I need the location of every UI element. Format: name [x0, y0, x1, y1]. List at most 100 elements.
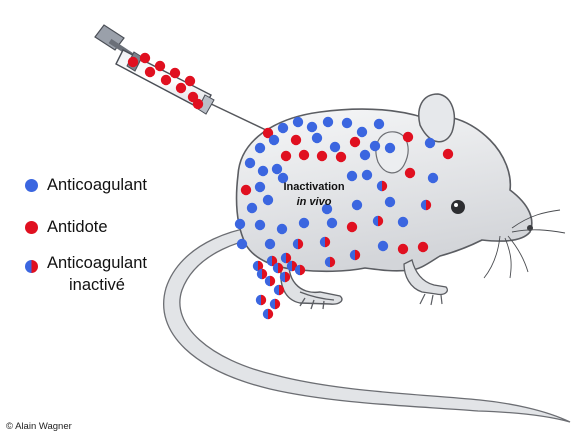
mouse-ear [418, 93, 456, 143]
annotation-line2: in vivo [297, 196, 332, 208]
anticoagulant-dot [377, 240, 389, 252]
anticoagulant-dot [236, 238, 248, 250]
red-dot-icon [25, 221, 38, 234]
anticoagulant-dot [262, 194, 274, 206]
anticoagulant-dot [351, 199, 363, 211]
anticoagulant-dot [311, 132, 323, 144]
particle-layer [127, 52, 454, 320]
legend-label-anticoagulant: Anticoagulant [47, 176, 147, 194]
anticoagulant-dot [384, 142, 396, 154]
inactivated-dot [255, 294, 267, 306]
inactivated-dot [324, 256, 336, 268]
half-blue-half-red-dot-icon [25, 260, 38, 273]
anticoagulant-dot [373, 118, 385, 130]
inactivated-dot [256, 268, 268, 280]
antidote-dot [280, 150, 292, 162]
antidote-dot [417, 241, 429, 253]
mouse-hind-foot [299, 291, 335, 310]
anticoagulant-dot [254, 142, 266, 154]
anticoagulant-dot [244, 157, 256, 169]
antidote-dot [262, 127, 274, 139]
antidote-dot [316, 150, 328, 162]
inactivated-dot [372, 215, 384, 227]
anticoagulant-dot [326, 217, 338, 229]
inactivated-dot [269, 298, 281, 310]
anticoagulant-dot [369, 140, 381, 152]
copyright-text: © Alain Wagner [6, 421, 72, 432]
anticoagulant-dot [271, 163, 283, 175]
anticoagulant-dot [254, 219, 266, 231]
legend-label-antidote: Antidote [47, 218, 108, 236]
antidote-dot [139, 52, 151, 64]
legend-label-inactivated-line1: Anticoagulant [47, 254, 147, 272]
inactivated-dot [279, 271, 291, 283]
antidote-dot [175, 82, 187, 94]
antidote-dot [240, 184, 252, 196]
antidote-dot [349, 136, 361, 148]
anticoagulant-dot [276, 223, 288, 235]
inactivated-dot [294, 264, 306, 276]
antidote-dot [442, 148, 454, 160]
antidote-dot [154, 60, 166, 72]
mouse-whiskers [483, 209, 566, 279]
antidote-dot [397, 243, 409, 255]
inactivated-dot [292, 238, 304, 250]
anticoagulant-dot [427, 172, 439, 184]
inactivated-dot [272, 262, 284, 274]
legend-label-inactivated-line2: inactivé [69, 276, 125, 294]
syringe-icon [94, 24, 269, 132]
anticoagulant-dot [268, 134, 280, 146]
anticoagulant-dot [361, 169, 373, 181]
antidote-dot [298, 149, 310, 161]
antidote-dot [335, 151, 347, 163]
anticoagulant-dot [359, 149, 371, 161]
antidote-dot [346, 221, 358, 233]
legend-item-antidote: Antidote [25, 216, 108, 238]
antidote-dot [169, 67, 181, 79]
mouse-front-foot [419, 293, 443, 306]
legend-label-inactivated: Anticoagulant inactivé [47, 252, 147, 296]
antidote-dot [402, 131, 414, 143]
inactivated-dot [376, 180, 388, 192]
antidote-dot [144, 66, 156, 78]
anticoagulant-dot [397, 216, 409, 228]
anticoagulant-dot [234, 218, 246, 230]
anticoagulant-dot [329, 141, 341, 153]
inactivated-dot [319, 236, 331, 248]
annotation-line1: Inactivation [283, 181, 344, 193]
blue-dot-icon [25, 179, 38, 192]
anticoagulant-dot [277, 122, 289, 134]
inactivated-dot [420, 199, 432, 211]
anticoagulant-dot [356, 126, 368, 138]
anticoagulant-dot [264, 238, 276, 250]
inactivated-dot [349, 249, 361, 261]
anticoagulant-dot [298, 217, 310, 229]
anticoagulant-dot [424, 137, 436, 149]
mouse-front-leg [403, 259, 449, 296]
inactivated-dot [252, 260, 264, 272]
inactivated-dot [262, 308, 274, 320]
antidote-dot [290, 134, 302, 146]
inactivated-dot [286, 260, 298, 272]
anticoagulant-dot [257, 165, 269, 177]
legend-item-inactivated-anticoagulant: Anticoagulant inactivé [25, 252, 147, 296]
anticoagulant-dot [292, 116, 304, 128]
anticoagulant-dot [341, 117, 353, 129]
antidote-dot [404, 167, 416, 179]
anticoagulant-dot [254, 181, 266, 193]
inactivated-dot [266, 255, 278, 267]
anticoagulant-dot [246, 202, 258, 214]
anticoagulant-dot [384, 196, 396, 208]
anticoagulant-dot [322, 116, 334, 128]
legend-item-anticoagulant: Anticoagulant [25, 174, 147, 196]
anticoagulant-dot [346, 170, 358, 182]
anticoagulant-dot [277, 172, 289, 184]
inactivated-dot [264, 275, 276, 287]
mouse-eye-highlight [454, 203, 458, 207]
antidote-dot [192, 98, 204, 110]
inactivated-dot [280, 252, 292, 264]
inactivated-dot [273, 284, 285, 296]
anticoagulant-dot [321, 203, 333, 215]
antidote-dot [127, 56, 139, 68]
